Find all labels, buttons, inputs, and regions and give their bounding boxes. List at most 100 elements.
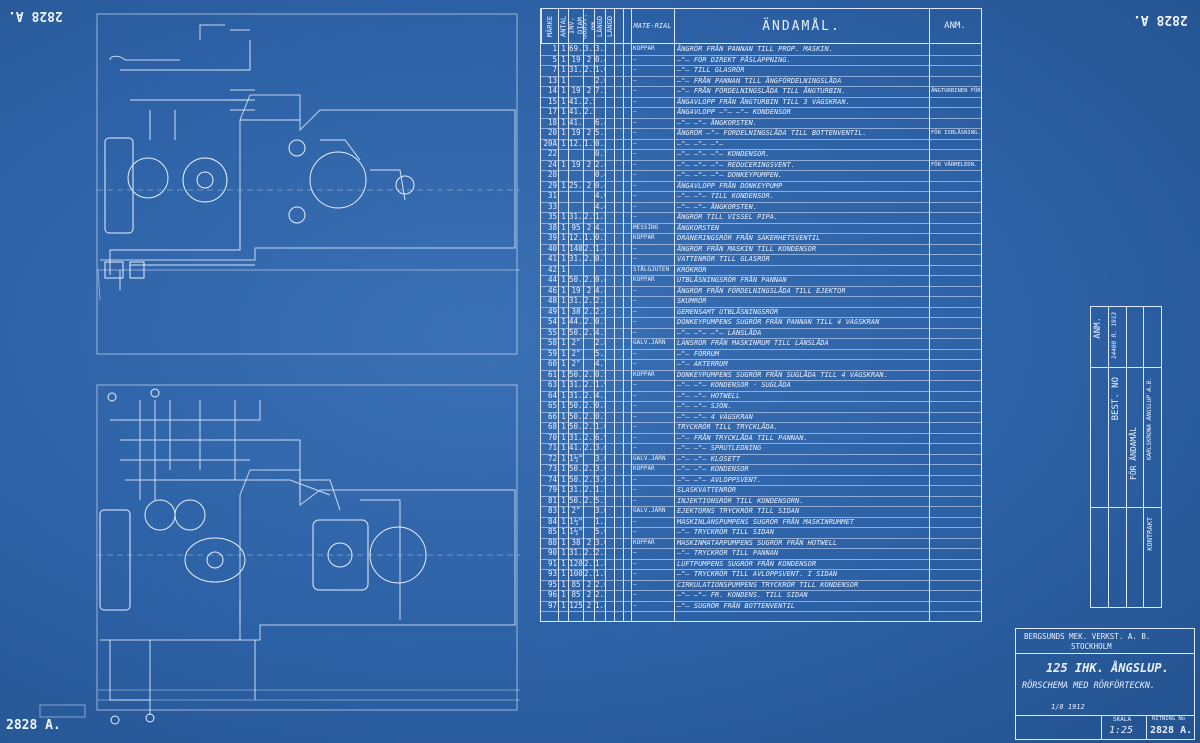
cell-material: — [633,286,637,294]
cell-material: — [633,118,637,126]
cell-material: — [633,171,637,178]
cell-thickness: 2.5 [584,243,594,253]
cell-inner-diameter: 31.7 [569,65,583,74]
cell-purpose: GEMENSAMT UTBLÅSNINGSRÖR [677,307,779,316]
cell-purpose: —"— FÖRRUM [677,349,720,358]
cell-count: 1 [561,443,566,452]
cell-inner-diameter: 120 [569,558,583,568]
cell-purpose: VATTENRÖR TILL GLASRÖR [677,255,770,263]
cell-material: — [633,475,637,483]
cell-length: 2.0 [595,579,605,589]
cell-purpose: —"— —"— —"— KONDENSOR. [677,150,770,158]
revision-table: ANM. BEST. NO KONTRAKT FÖR ÄNDAMÅL KARLS… [1090,306,1162,608]
cell-mark: 31 [547,191,557,200]
cell-purpose: INJEKTIONSRÖR TILL KONDENSORN. [677,496,804,505]
cell-material: — [633,297,637,304]
cell-material: GALV.JÄRN [633,339,666,346]
cell-material: — [633,412,637,420]
cell-purpose: MASKINLÄNSPUMPENS SUGRÖR FRÅN MASKINRUMM… [677,517,855,526]
cell-material: — [633,55,637,63]
cell-purpose: KRÖKRÖR [677,265,707,274]
header-anm: ANM. [944,20,966,31]
cell-mark: 20A [543,138,557,148]
cell-material: — [633,129,637,136]
table-row: 334.4——"— —"— ÅNGKORSTEN. [541,201,981,213]
cell-material: — [633,496,637,504]
cell-length: 0.4 [595,275,605,284]
title-block: BERGSUNDS MEK. VERKST. A. B. STOCKHOLM 1… [1015,628,1195,740]
cell-count: 1 [561,44,566,53]
cell-thickness: 2.5 [584,380,594,389]
company-city: STOCKHOLM [1071,642,1112,651]
cell-inner-diameter: 85 [571,579,581,589]
cell-count: 1 [561,485,566,494]
cell-material: KOPPAR [633,465,655,472]
cell-thickness: 2.5 [584,296,594,305]
cell-material: — [633,444,637,451]
cell-purpose: ÅNGAVLOPP —"— —"— KONDENSOR [677,108,791,116]
cell-length: 4.4 [595,285,605,295]
cell-purpose: —"— —"— SJÖN. [677,402,732,410]
cell-purpose: SKUMRÖR [677,297,707,305]
cell-mark: 18 [547,117,557,127]
cell-mark: 24 [547,159,557,169]
cell-length: 2.3 [595,590,605,599]
cell-material: — [633,349,637,357]
cell-mark: 72 [547,453,557,463]
cell-inner-diameter: 85 [571,590,581,599]
cell-count: 1 [561,317,566,326]
cell-count: 1 [561,96,566,106]
cell-length: 1.4 [595,243,605,253]
cell-length: 1.8 [595,569,605,578]
cell-count: 1 [561,390,566,400]
cell-mark: 33 [547,201,557,211]
cell-anm: FÖR ISBLÅSNING. [931,130,981,136]
upper-pump-1 [104,261,124,279]
header-length-2: LÄNGD [605,9,615,43]
cell-length: 1.9 [595,380,605,389]
cell-purpose: DONKEYPUMPENS SUGRÖR FRÅN PANNAN TILL 4 … [677,318,880,326]
cell-count: 1 [561,264,566,274]
cell-inner-diameter: 31.7 [569,548,583,557]
cell-length: 0.5 [595,317,605,326]
cell-material: — [633,76,637,84]
cell-material: — [633,108,637,115]
cell-mark: 97 [547,600,557,610]
cell-count: 1 [561,86,566,95]
cell-thickness: 2 [586,600,592,610]
cell-inner-diameter: 50.8 [569,401,583,410]
cell-length: 1.4 [595,600,605,610]
revision-header-anm: ANM. [1093,317,1103,339]
cell-thickness: 2 [586,54,592,64]
cell-mark: 42 [547,264,557,274]
cell-mark: 84 [547,516,557,526]
cell-inner-diameter: 31.7 [569,212,583,221]
cell-inner-diameter: 1½" [569,453,583,463]
cell-thickness: 2.5 [584,369,594,379]
cell-inner-diameter: 25.4 [569,180,583,190]
cell-purpose: —"— —"— TILL KONDENSOR. [677,192,774,200]
cell-length: 2.4 [595,159,605,169]
cell-mark: 65 [547,401,557,410]
cell-purpose: —"— —"— KONDENSOR [677,465,749,473]
cell-length: 0.4 [595,180,605,190]
cell-purpose: —"— —"— —"— DONKEYPUMPEN. [677,171,783,179]
upper-boiler [104,137,134,234]
pipe-schedule-table: MÄRKE ANTAL INV. DIAM GODST. mm LÄNGD LÄ… [540,8,982,622]
cell-material: GALV.JÄRN [633,507,666,514]
cell-inner-diameter: 50.8 [569,474,583,484]
cell-purpose: —"— —"— 4 VÄGSKRAN [677,412,753,421]
cell-material: — [633,181,637,189]
cell-count: 1 [561,159,566,169]
cell-length: 2.3 [595,548,605,557]
